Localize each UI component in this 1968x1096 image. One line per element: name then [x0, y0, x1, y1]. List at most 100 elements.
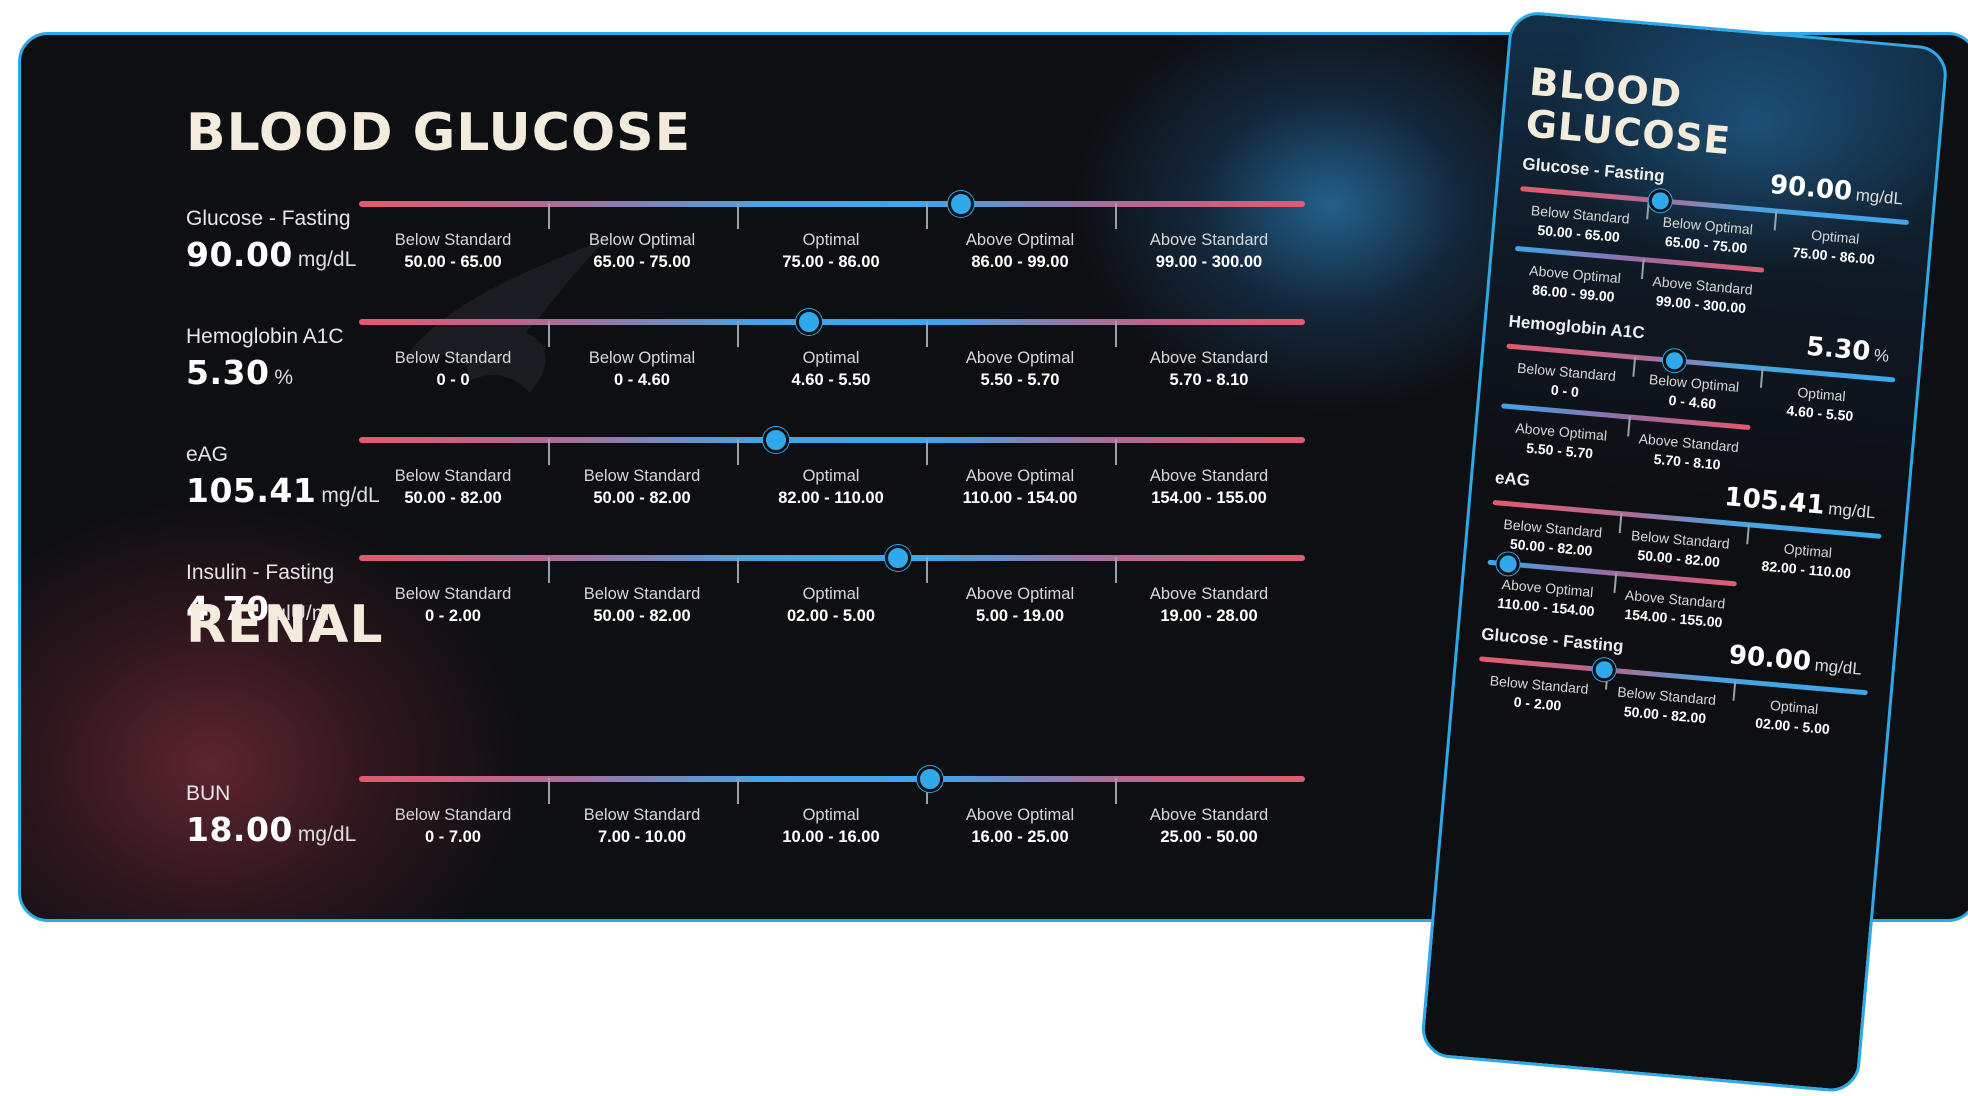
metric-unit: mg/dL — [297, 823, 357, 846]
section-heading: BLOOD GLUCOSE — [186, 103, 692, 163]
mobile-metric-value: 105.41mg/dL — [1723, 482, 1877, 525]
segment-range: 0 - 7.00 — [425, 828, 481, 846]
segment-name: Below Standard — [394, 585, 512, 603]
mobile-range-slider-knob[interactable] — [1591, 657, 1617, 683]
range-slider-knob[interactable] — [885, 545, 912, 571]
segment-range: 50.00 - 82.00 — [593, 607, 691, 625]
range-tick — [737, 557, 739, 583]
range-tick — [1115, 439, 1117, 465]
segment-range: 75.00 - 86.00 — [782, 253, 880, 271]
segment-name: Above Standard — [1149, 806, 1269, 824]
segment-range: 10.00 - 16.00 — [782, 828, 880, 846]
metric-unit: mg/dL — [321, 484, 380, 507]
segment-range: 50.00 - 65.00 — [404, 253, 502, 271]
segment-name: Below Standard — [394, 806, 512, 824]
range-track[interactable] — [359, 319, 1305, 325]
segment-range: 5.50 - 5.70 — [980, 371, 1060, 389]
metric-unit: mg/dL — [297, 248, 357, 271]
range-segment: Below Standard 50.00 - 82.00 — [548, 583, 736, 627]
range-slider-knob[interactable] — [763, 427, 790, 453]
mobile-range-slider-knob[interactable] — [1495, 551, 1521, 577]
metric-label: BUN — [186, 782, 231, 805]
segment-name: Optimal — [802, 349, 860, 367]
range-slider-knob[interactable] — [947, 191, 974, 217]
segment-range: 99.00 - 300.00 — [1155, 253, 1263, 271]
segment-range: 86.00 - 99.00 — [971, 253, 1069, 271]
range-slider-knob[interactable] — [796, 309, 823, 335]
segment-range: 110.00 - 154.00 — [962, 489, 1078, 507]
range-tick — [548, 557, 550, 583]
metric-number: 5.30 — [186, 353, 270, 392]
metric-value: 5.30% — [186, 353, 293, 392]
segment-name: Below Standard — [394, 467, 512, 485]
mobile-metric-number: 90.00 — [1727, 640, 1813, 678]
mobile-metric-number: 105.41 — [1723, 482, 1826, 521]
segment-name: Above Optimal — [965, 467, 1075, 485]
range-tick — [737, 321, 739, 347]
segment-range: 0 - 2.00 — [425, 607, 481, 625]
segment-name: Above Standard — [1149, 585, 1269, 603]
range-track[interactable] — [359, 437, 1305, 443]
range-tick — [1115, 778, 1117, 804]
mobile-metric-unit: mg/dL — [1827, 499, 1877, 523]
mobile-metric-unit: % — [1873, 345, 1890, 366]
segment-name: Optimal — [802, 231, 860, 249]
mobile-metric-unit: mg/dL — [1813, 655, 1863, 679]
segment-name: Above Standard — [1149, 349, 1269, 367]
mobile-metric-value: 5.30% — [1805, 332, 1891, 369]
range-tick — [1115, 203, 1117, 229]
range-segment: Below Standard 0 - 2.00 — [359, 583, 547, 627]
range-slider-knob[interactable] — [917, 766, 944, 792]
segment-name: Below Standard — [583, 585, 701, 603]
mobile-metric-number: 5.30 — [1805, 331, 1872, 368]
range-track[interactable] — [359, 776, 1305, 782]
mobile-range-slider-knob[interactable] — [1661, 348, 1687, 374]
range-tick — [1115, 321, 1117, 347]
segment-name: Above Optimal — [965, 231, 1075, 249]
segment-name: Below Standard — [394, 349, 512, 367]
red-glow-decoration — [21, 505, 521, 919]
segment-name: Below Standard — [583, 467, 701, 485]
section-heading: RENAL — [186, 595, 384, 655]
range-tick — [548, 439, 550, 465]
segment-name: Optimal — [802, 585, 860, 603]
range-tick — [926, 439, 928, 465]
range-track[interactable] — [359, 555, 1305, 561]
range-tick — [737, 778, 739, 804]
mobile-metric-unit: mg/dL — [1854, 185, 1904, 209]
metric-number: 18.00 — [186, 810, 293, 849]
segment-range: 65.00 - 75.00 — [593, 253, 691, 271]
segment-range: 82.00 - 110.00 — [778, 489, 884, 507]
range-segment: Above Optimal 86.00 - 99.00 — [926, 229, 1114, 273]
range-tick — [548, 321, 550, 347]
segment-range: 16.00 - 25.00 — [971, 828, 1069, 846]
range-segment: Below Standard 0 - 7.00 — [359, 804, 547, 848]
segment-name: Above Optimal — [965, 806, 1075, 824]
range-tick — [926, 321, 928, 347]
range-tick — [548, 203, 550, 229]
metric-number: 105.41 — [186, 471, 317, 510]
range-track[interactable] — [359, 201, 1305, 207]
